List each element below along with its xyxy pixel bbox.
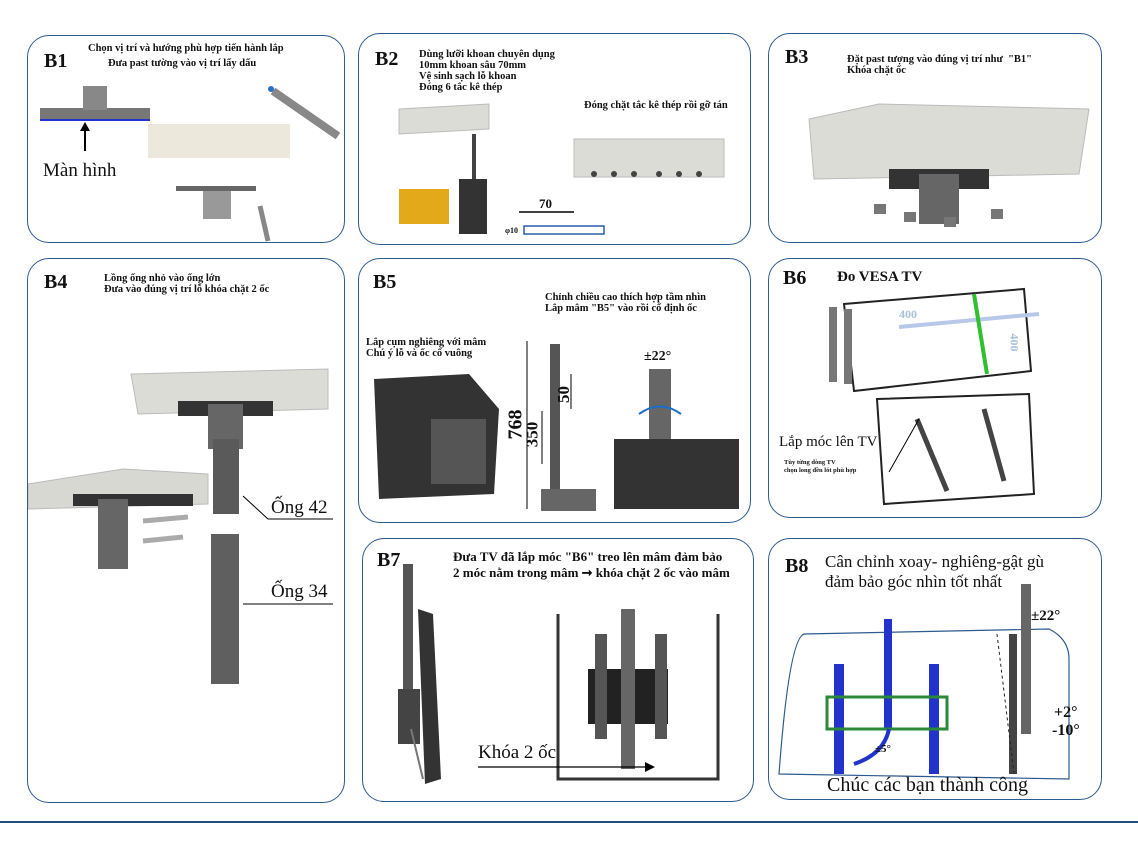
step-3-line1: Đặt past tượng vào đúng vị trí như "B1" bbox=[847, 54, 1032, 65]
hook-right bbox=[929, 664, 939, 774]
step-1-illustration bbox=[40, 86, 341, 242]
step-6-hook-note2: chọn long đền lót phù hợp bbox=[784, 467, 857, 474]
step-8-tilt-down: -10° bbox=[1052, 722, 1080, 739]
wall-surface bbox=[148, 124, 290, 158]
step-5-side-note1: Lắp cụm nghiêng với mâm bbox=[366, 337, 487, 348]
step-6-vesa-width: 400 bbox=[899, 307, 917, 321]
measuring-tape-vertical bbox=[972, 293, 989, 375]
hook-left bbox=[595, 634, 607, 739]
step-4-line1: Lồng ống nhỏ vào ống lớn bbox=[104, 273, 221, 284]
step-2-drill-depth: 70 bbox=[539, 196, 552, 211]
step-6-illustration bbox=[829, 287, 1040, 506]
step-4-label: B4 bbox=[44, 271, 68, 293]
step-6-hook-label: Lắp móc lên TV bbox=[779, 434, 878, 450]
step-2-label: B2 bbox=[375, 48, 399, 70]
step-8-line2: đảm bảo góc nhìn tốt nhất bbox=[825, 572, 1003, 591]
step-3-illustration bbox=[808, 103, 1090, 227]
pencil-icon bbox=[270, 87, 341, 140]
step-5-dim-50: 50 bbox=[554, 386, 573, 403]
ceiling-block-2 bbox=[573, 138, 725, 178]
tv-frame bbox=[556, 614, 720, 781]
pipe-42 bbox=[213, 439, 239, 514]
hook-right bbox=[655, 634, 667, 739]
wall-plate bbox=[40, 108, 150, 120]
step-4-pipe-42-label: Ống 42 bbox=[271, 497, 328, 518]
tv-side bbox=[1009, 634, 1017, 774]
bracket-plate bbox=[203, 191, 231, 219]
mount-plate bbox=[614, 439, 739, 509]
step-1-callout-screen: Màn hình bbox=[43, 160, 117, 181]
tv-side bbox=[418, 609, 441, 784]
measuring-tape-horizontal bbox=[898, 312, 1040, 329]
step-7-label: B7 bbox=[377, 549, 401, 571]
arrow-right-icon bbox=[645, 762, 655, 772]
panel-step-6: B6 Đo VESA TV 400 400 Lắp móc lên TV Tùy… bbox=[768, 258, 1102, 518]
pipe-34 bbox=[211, 534, 239, 684]
rotation-arrow-icon bbox=[638, 405, 682, 415]
step-4-illustration bbox=[28, 368, 333, 684]
hook-left bbox=[834, 664, 844, 774]
step-5-illustration bbox=[374, 341, 739, 511]
step-6-hook-note1: Tùy từng dòng TV bbox=[784, 459, 836, 466]
step-5-rotation: ±22° bbox=[644, 349, 672, 364]
panel-step-1: B1 Chọn vị trí và hướng phù hợp tiến hàn… bbox=[27, 35, 345, 243]
step-5-dim-350: 350 bbox=[522, 421, 542, 448]
step-5-side-note2: Chú ý lỗ và ốc cổ vuông bbox=[366, 348, 473, 359]
step-4-pipe-34-label: Ống 34 bbox=[271, 581, 328, 602]
step-7-line1: Đưa TV đã lắp móc "B6" treo lên mâm đảm … bbox=[453, 549, 723, 564]
step-5-line2: Lắp mâm "B5" vào rồi cố định ốc bbox=[545, 303, 697, 314]
step-5-line1: Chỉnh chiều cao thích hợp tầm nhìn bbox=[545, 292, 707, 303]
tv-back bbox=[842, 287, 1033, 393]
step-2-line2: 10mm khoan sâu 70mm bbox=[419, 60, 527, 71]
step-2-line4: Đóng 6 tắc kê thép bbox=[419, 82, 503, 93]
step-8-closing: Chúc các bạn thành công bbox=[827, 774, 1029, 796]
step-1-line1: Chọn vị trí và hướng phù hợp tiến hành l… bbox=[88, 43, 284, 54]
panel-step-3: B3 Đặt past tượng vào đúng vị trí như "B… bbox=[768, 33, 1102, 243]
ceiling-block bbox=[808, 103, 1090, 180]
step-5-label: B5 bbox=[373, 271, 397, 293]
step-2-drill-diameter: φ10 bbox=[505, 226, 518, 235]
footer-divider bbox=[0, 821, 1138, 823]
step-2-note: Đóng chặt tắc kê thép rồi gỡ tán bbox=[584, 100, 728, 111]
ceiling-block bbox=[398, 103, 490, 135]
step-2-line3: Vệ sinh sạch lỗ khoan bbox=[419, 71, 517, 82]
hook-left bbox=[914, 418, 950, 492]
step-6-vesa-height: 400 bbox=[1007, 333, 1022, 352]
step-8-line1: Cân chỉnh xoay- nghiêng-gật gù bbox=[825, 552, 1045, 571]
step-4-line2: Đưa vào đúng vị trí lỗ khóa chặt 2 ốc bbox=[104, 284, 270, 295]
step-2-illustration bbox=[398, 103, 725, 235]
step-1-line2: Đưa past tường vào vị trí lấy dấu bbox=[108, 58, 257, 69]
panel-step-7: B7 Đưa TV đã lắp móc "B6" treo lên mâm đ… bbox=[362, 538, 754, 802]
step-5-dim-768: 768 bbox=[504, 409, 527, 440]
drill-bit-diagram bbox=[523, 225, 605, 235]
step-6-title: Đo VESA TV bbox=[837, 269, 923, 285]
step-8-level: ±5° bbox=[875, 743, 891, 755]
bracket bbox=[919, 174, 959, 224]
panel-step-4: B4 Lồng ống nhỏ vào ống lớn Đưa vào đúng… bbox=[27, 258, 345, 803]
tv-back-2 bbox=[875, 392, 1036, 506]
step-6-label: B6 bbox=[783, 267, 807, 289]
panel-step-2: B2 Dùng lưỡi khoan chuyên dụng 10mm khoa… bbox=[358, 33, 751, 245]
step-1-label: B1 bbox=[44, 50, 68, 72]
pole-vertical bbox=[884, 619, 892, 729]
mount-bracket bbox=[83, 86, 107, 110]
step-7-lock-label: Khóa 2 ốc bbox=[478, 742, 557, 763]
step-7-line2: 2 móc nằm trong mâm ➞ khóa chặt 2 ốc vào… bbox=[453, 565, 730, 580]
drill-icon bbox=[399, 189, 449, 224]
step-8-label: B8 bbox=[785, 555, 809, 577]
panel-step-8: B8 Cân chỉnh xoay- nghiêng-gật gù đảm bả… bbox=[768, 538, 1102, 800]
step-2-line1: Dùng lưỡi khoan chuyên dụng bbox=[419, 49, 555, 60]
tv-outline bbox=[778, 628, 1070, 780]
step-8-illustration bbox=[778, 584, 1070, 780]
hook-right bbox=[981, 408, 1007, 482]
pole bbox=[403, 564, 413, 694]
pole-side bbox=[1021, 584, 1031, 734]
step-8-tilt-up: +2° bbox=[1054, 704, 1078, 721]
pole bbox=[550, 344, 560, 494]
step-7-illustration bbox=[398, 564, 720, 784]
panel-step-5: B5 Chỉnh chiều cao thích hợp tầm nhìn Lắ… bbox=[358, 258, 751, 523]
step-3-line2: Khóa chặt ốc bbox=[847, 65, 906, 76]
step-3-label: B3 bbox=[785, 46, 809, 68]
step-8-swivel: ±22° bbox=[1031, 608, 1061, 624]
